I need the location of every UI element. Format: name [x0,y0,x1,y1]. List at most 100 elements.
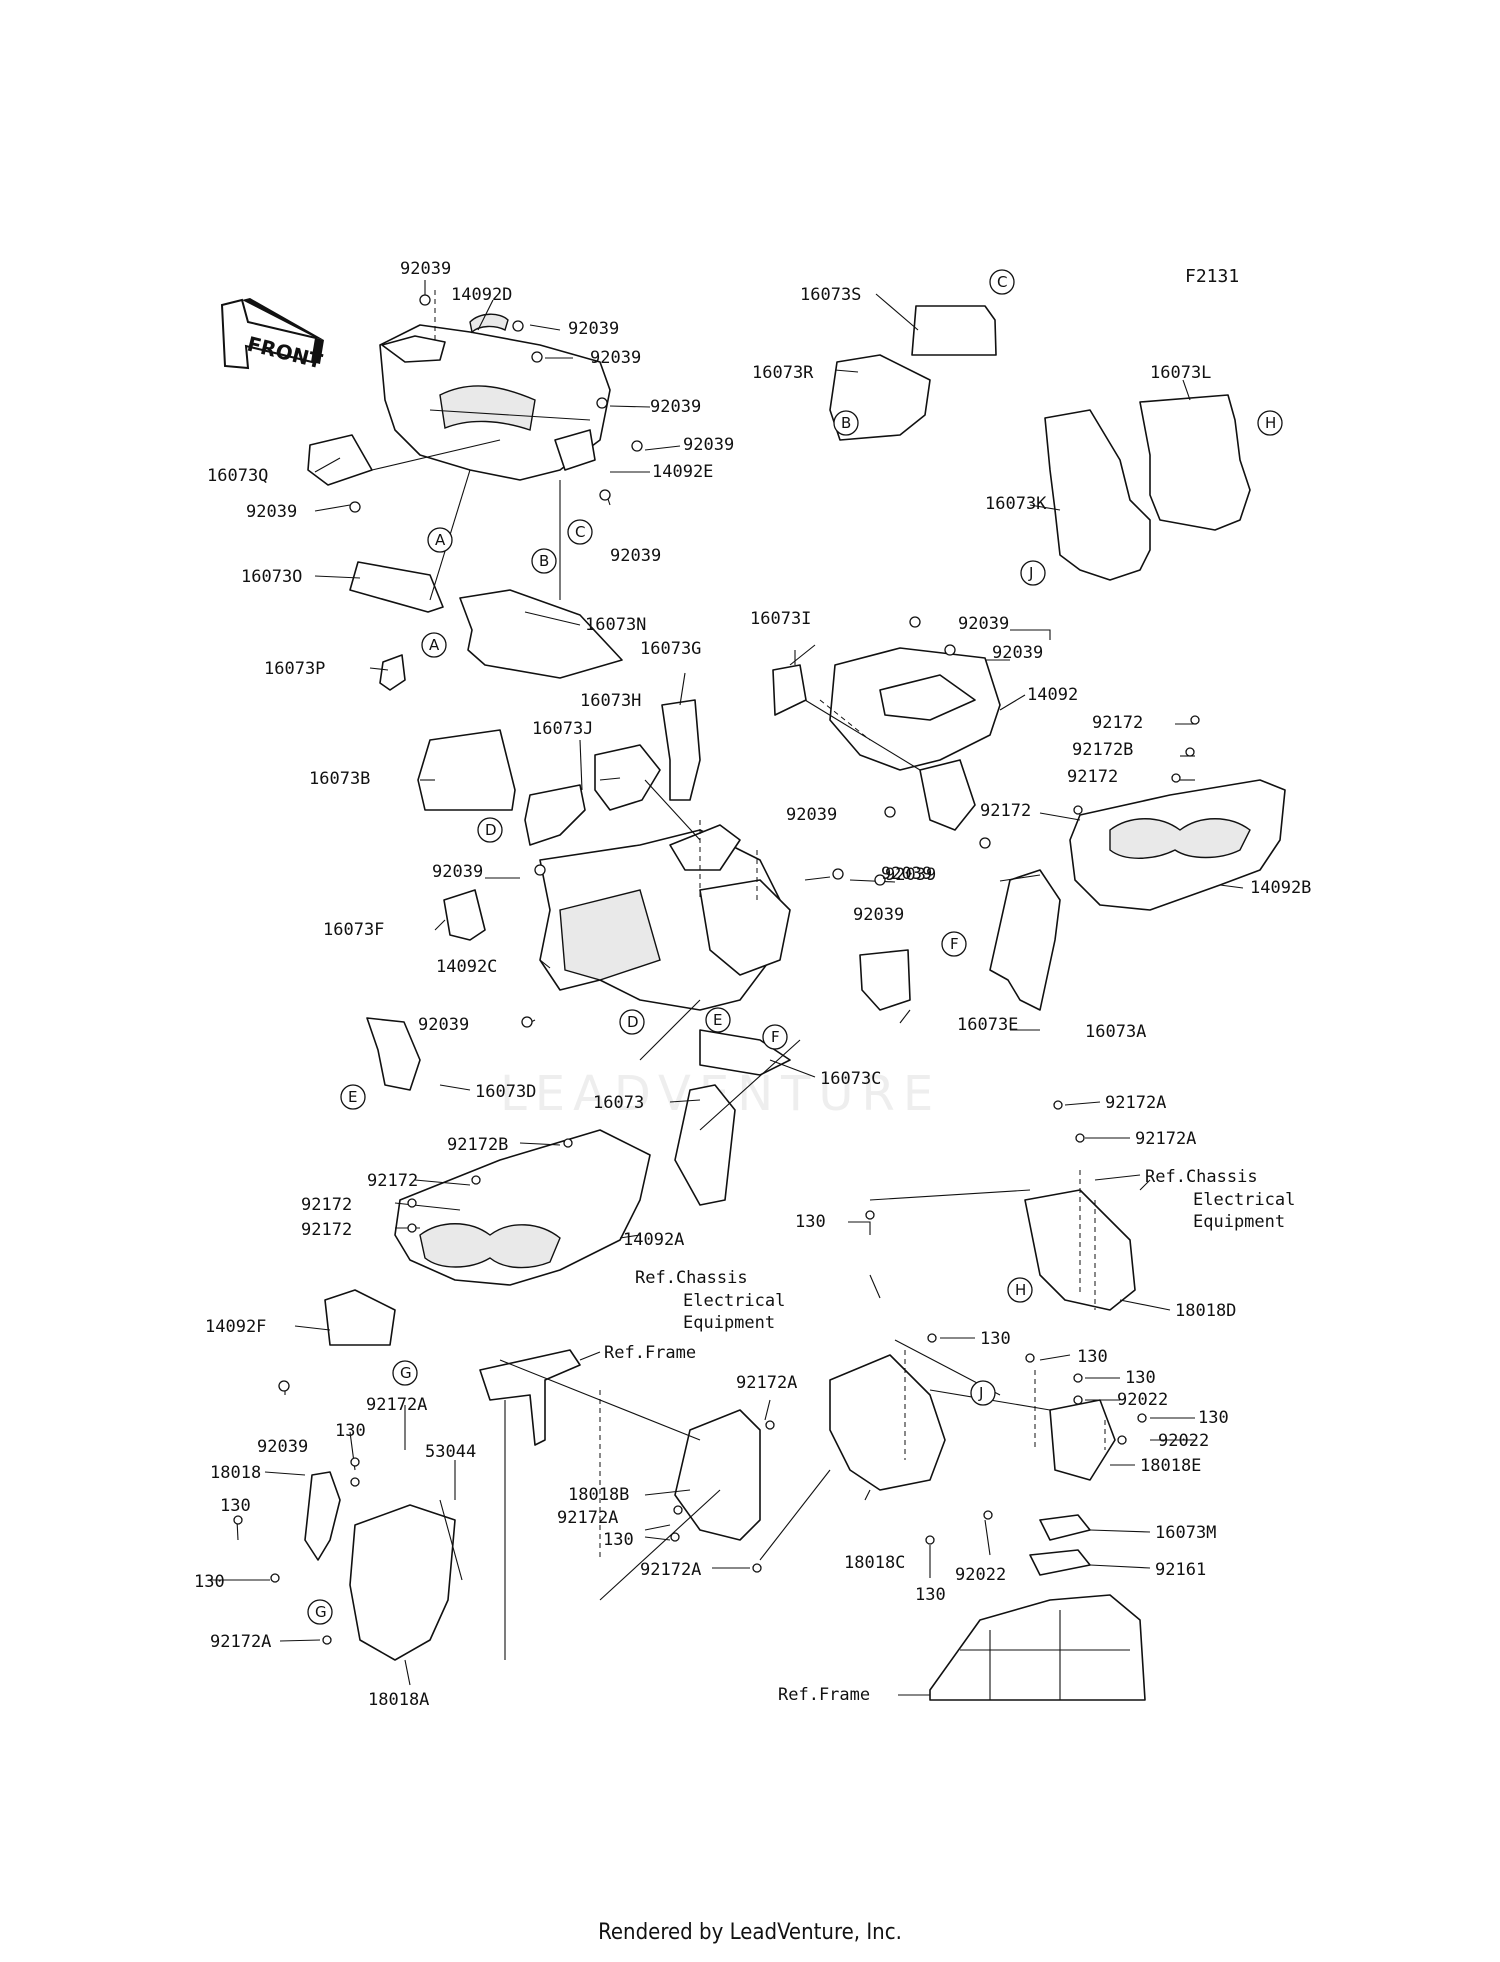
label-18018: 18018 [210,1463,261,1483]
label-16073H: 16073H [580,691,641,711]
ref-frame-label: Ref.Frame [778,1685,870,1705]
label-18018D: 18018D [1175,1301,1236,1321]
callout-J-1[interactable]: J [1020,560,1046,586]
label-18018A: 18018A [368,1690,429,1710]
label-16073P: 16073P [264,659,325,679]
bolt-markers [233,294,1200,1645]
label-18018B: 18018B [568,1485,629,1505]
svg-text:B: B [539,552,549,570]
svg-text:G: G [400,1364,412,1382]
label-92039: 92039 [885,865,936,885]
ref-chassis-label: Ref.Chassis [1145,1167,1258,1187]
label-130: 130 [980,1329,1011,1349]
callout-D-2[interactable]: D [619,1009,645,1035]
callout-C-1[interactable]: C [567,519,593,545]
label-92039: 92039 [246,502,297,522]
panel-16073Q [307,434,373,486]
svg-text:A: A [435,531,446,549]
callout-D-1[interactable]: D [477,817,503,843]
label-92172: 92172 [980,801,1031,821]
svg-text:F: F [771,1028,780,1046]
label-92172A: 92172A [210,1632,271,1652]
label-92172: 92172 [1067,767,1118,787]
label-14092B: 14092B [1250,878,1311,898]
svg-text:J: J [978,1384,983,1402]
callout-A-1[interactable]: A [427,527,453,553]
panel-16073J [524,784,586,846]
label-16073: 16073 [593,1093,644,1113]
label-16073L: 16073L [1150,363,1211,383]
label-16073I: 16073I [750,609,811,629]
label-130: 130 [603,1530,634,1550]
label-16073Q: 16073Q [207,466,268,486]
callout-J-2[interactable]: J [970,1380,996,1406]
panel-14092F [324,1289,396,1346]
label-14092F: 14092F [205,1317,266,1337]
leader-lines [210,280,1244,1696]
label-92022: 92022 [955,1565,1006,1585]
label-14092E: 14092E [652,462,713,482]
callout-E-2[interactable]: E [340,1084,366,1110]
svg-text:C: C [997,273,1007,291]
guard-18018A [349,1504,456,1661]
label-92039: 92039 [400,259,451,279]
label-130: 130 [1125,1368,1156,1388]
label-14092D: 14092D [451,285,512,305]
panel-16073A [989,869,1061,1011]
label-16073O: 16073O [241,567,302,587]
callout-H-2[interactable]: H [1007,1277,1033,1303]
label-16073M: 16073M [1155,1523,1216,1543]
label-92039: 92039 [610,546,661,566]
label-92172A: 92172A [366,1395,427,1415]
rod-53044 [439,1499,463,1581]
svg-text:H: H [1015,1281,1026,1299]
label-16073A: 16073A [1085,1022,1146,1042]
callout-E-1[interactable]: E [705,1007,731,1033]
callout-B-2[interactable]: B [833,410,859,436]
ref-chassis-label: Equipment [683,1313,775,1333]
panel-16073D [366,1017,421,1091]
frame-structure-ref [929,1594,1146,1701]
label-14092A: 14092A [623,1230,684,1250]
footer-credit: Rendered by LeadVenture, Inc. [598,1920,902,1945]
panel-16073E [859,949,911,1011]
callout-G-1[interactable]: G [392,1360,418,1386]
part-labels: 92039 14092D 92039 92039 92039 92039 140… [194,259,1311,1710]
svg-text:F: F [950,935,959,953]
label-92039: 92039 [881,864,932,884]
plate-16073M [1039,1514,1091,1541]
label-92022: 92022 [1117,1390,1168,1410]
callout-G-2[interactable]: G [307,1599,333,1625]
panel-16073O [349,561,444,613]
label-16073S: 16073S [800,285,861,305]
callout-F-1[interactable]: F [941,931,967,957]
label-92039: 92039 [418,1015,469,1035]
callout-C-2[interactable]: C [989,269,1015,295]
svg-text:J: J [1028,564,1033,582]
label-92172A: 92172A [1105,1093,1166,1113]
callout-B-1[interactable]: B [531,548,557,574]
label-92039: 92039 [568,319,619,339]
svg-text:A: A [429,636,440,654]
callout-H-1[interactable]: H [1257,410,1283,436]
label-130: 130 [795,1212,826,1232]
svg-text:B: B [841,414,851,432]
label-92039: 92039 [853,905,904,925]
callout-F-2[interactable]: F [762,1024,788,1050]
guard-18018B [674,1409,761,1541]
guard-18018C [829,1354,946,1491]
label-16073K: 16073K [985,494,1047,514]
label-16073D: 16073D [475,1082,536,1102]
panel-16073C [699,1029,791,1076]
svg-text:E: E [348,1088,357,1106]
diagram-code: F2131 [1185,266,1239,287]
label-92172B: 92172B [1072,740,1133,760]
ref-chassis-label: Ref.Chassis [635,1268,748,1288]
label-130: 130 [1198,1408,1229,1428]
callout-A-2[interactable]: A [421,632,447,658]
label-92039: 92039 [257,1437,308,1457]
panel-16073S [911,305,997,356]
label-130: 130 [220,1496,251,1516]
floor-box-14092B [1069,779,1286,911]
label-18018E: 18018E [1140,1456,1201,1476]
